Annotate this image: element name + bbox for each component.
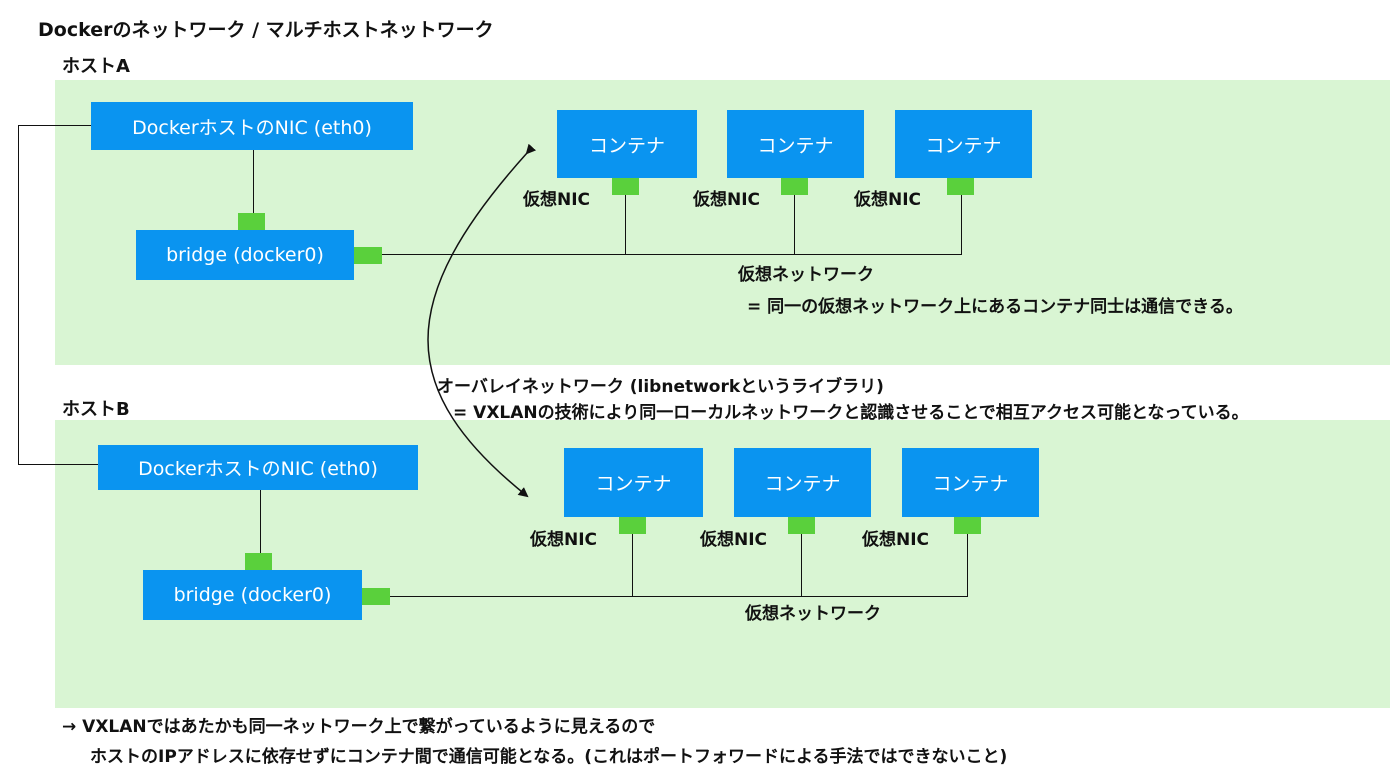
vnic-drop-line — [801, 534, 802, 596]
connector-line — [18, 125, 92, 126]
vnic-label: 仮想NIC — [862, 530, 930, 550]
host-a-nic: DockerホストのNIC (eth0) — [91, 102, 413, 150]
overlay-curve — [427, 143, 537, 498]
vnic-label: 仮想NIC — [854, 190, 922, 210]
footer-line-2: ホストのIPアドレスに依存せずにコンテナ間で通信可能となる。(これはポートフォワ… — [90, 747, 1008, 767]
vnic-drop-line — [632, 534, 633, 596]
vnic-drop-line — [794, 195, 795, 255]
host-a-container-2: コンテナ — [727, 110, 864, 178]
footer-line-1: → VXLANではあたかも同一ネットワーク上で繋がっているように見えるので — [62, 717, 656, 737]
vnic-label: 仮想NIC — [523, 190, 591, 210]
virtual-network-note: = 同一の仮想ネットワーク上にあるコンテナ同士は通信できる。 — [747, 297, 1243, 317]
virtual-network-label: 仮想ネットワーク — [745, 604, 881, 624]
host-a-container-1: コンテナ — [557, 110, 697, 178]
virtual-network-label: 仮想ネットワーク — [738, 265, 874, 285]
vnic-drop-line — [967, 534, 968, 596]
vnic-port — [619, 517, 646, 534]
virtual-network-line — [382, 254, 962, 255]
host-b-container-1: コンテナ — [564, 448, 703, 517]
virtual-network-line — [390, 596, 968, 597]
bridge-network-port — [354, 247, 382, 264]
vnic-port — [954, 517, 981, 534]
nic-bridge-line — [253, 150, 254, 213]
vnic-port — [781, 178, 808, 195]
bridge-port — [245, 553, 272, 570]
vnic-port — [788, 517, 815, 534]
host-b-nic: DockerホストのNIC (eth0) — [98, 445, 418, 490]
vnic-port — [947, 178, 974, 195]
bridge-port — [238, 213, 265, 230]
nic-bridge-line — [260, 490, 261, 553]
vnic-drop-line — [961, 195, 962, 255]
vnic-drop-line — [625, 195, 626, 255]
host-a-bridge: bridge (docker0) — [136, 230, 354, 280]
bridge-network-port — [362, 588, 390, 605]
connector-line — [18, 125, 19, 465]
vnic-label: 仮想NIC — [530, 530, 598, 550]
host-a-label: ホストA — [62, 56, 130, 77]
overlay-note: = VXLANの技術により同一ローカルネットワークと認識させることで相互アクセス… — [453, 403, 1249, 423]
host-b-container-2: コンテナ — [734, 448, 871, 517]
vnic-label: 仮想NIC — [693, 190, 761, 210]
host-b-container-3: コンテナ — [902, 448, 1039, 517]
vnic-label: 仮想NIC — [700, 530, 768, 550]
vnic-port — [612, 178, 639, 195]
host-b-bridge: bridge (docker0) — [143, 570, 362, 620]
page-title: Dockerのネットワーク / マルチホストネットワーク — [38, 19, 494, 41]
overlay-label: オーバレイネットワーク (libnetworkというライブラリ) — [437, 377, 884, 397]
connector-line — [18, 464, 98, 465]
host-b-label: ホストB — [62, 399, 130, 420]
host-a-container-3: コンテナ — [895, 110, 1032, 178]
